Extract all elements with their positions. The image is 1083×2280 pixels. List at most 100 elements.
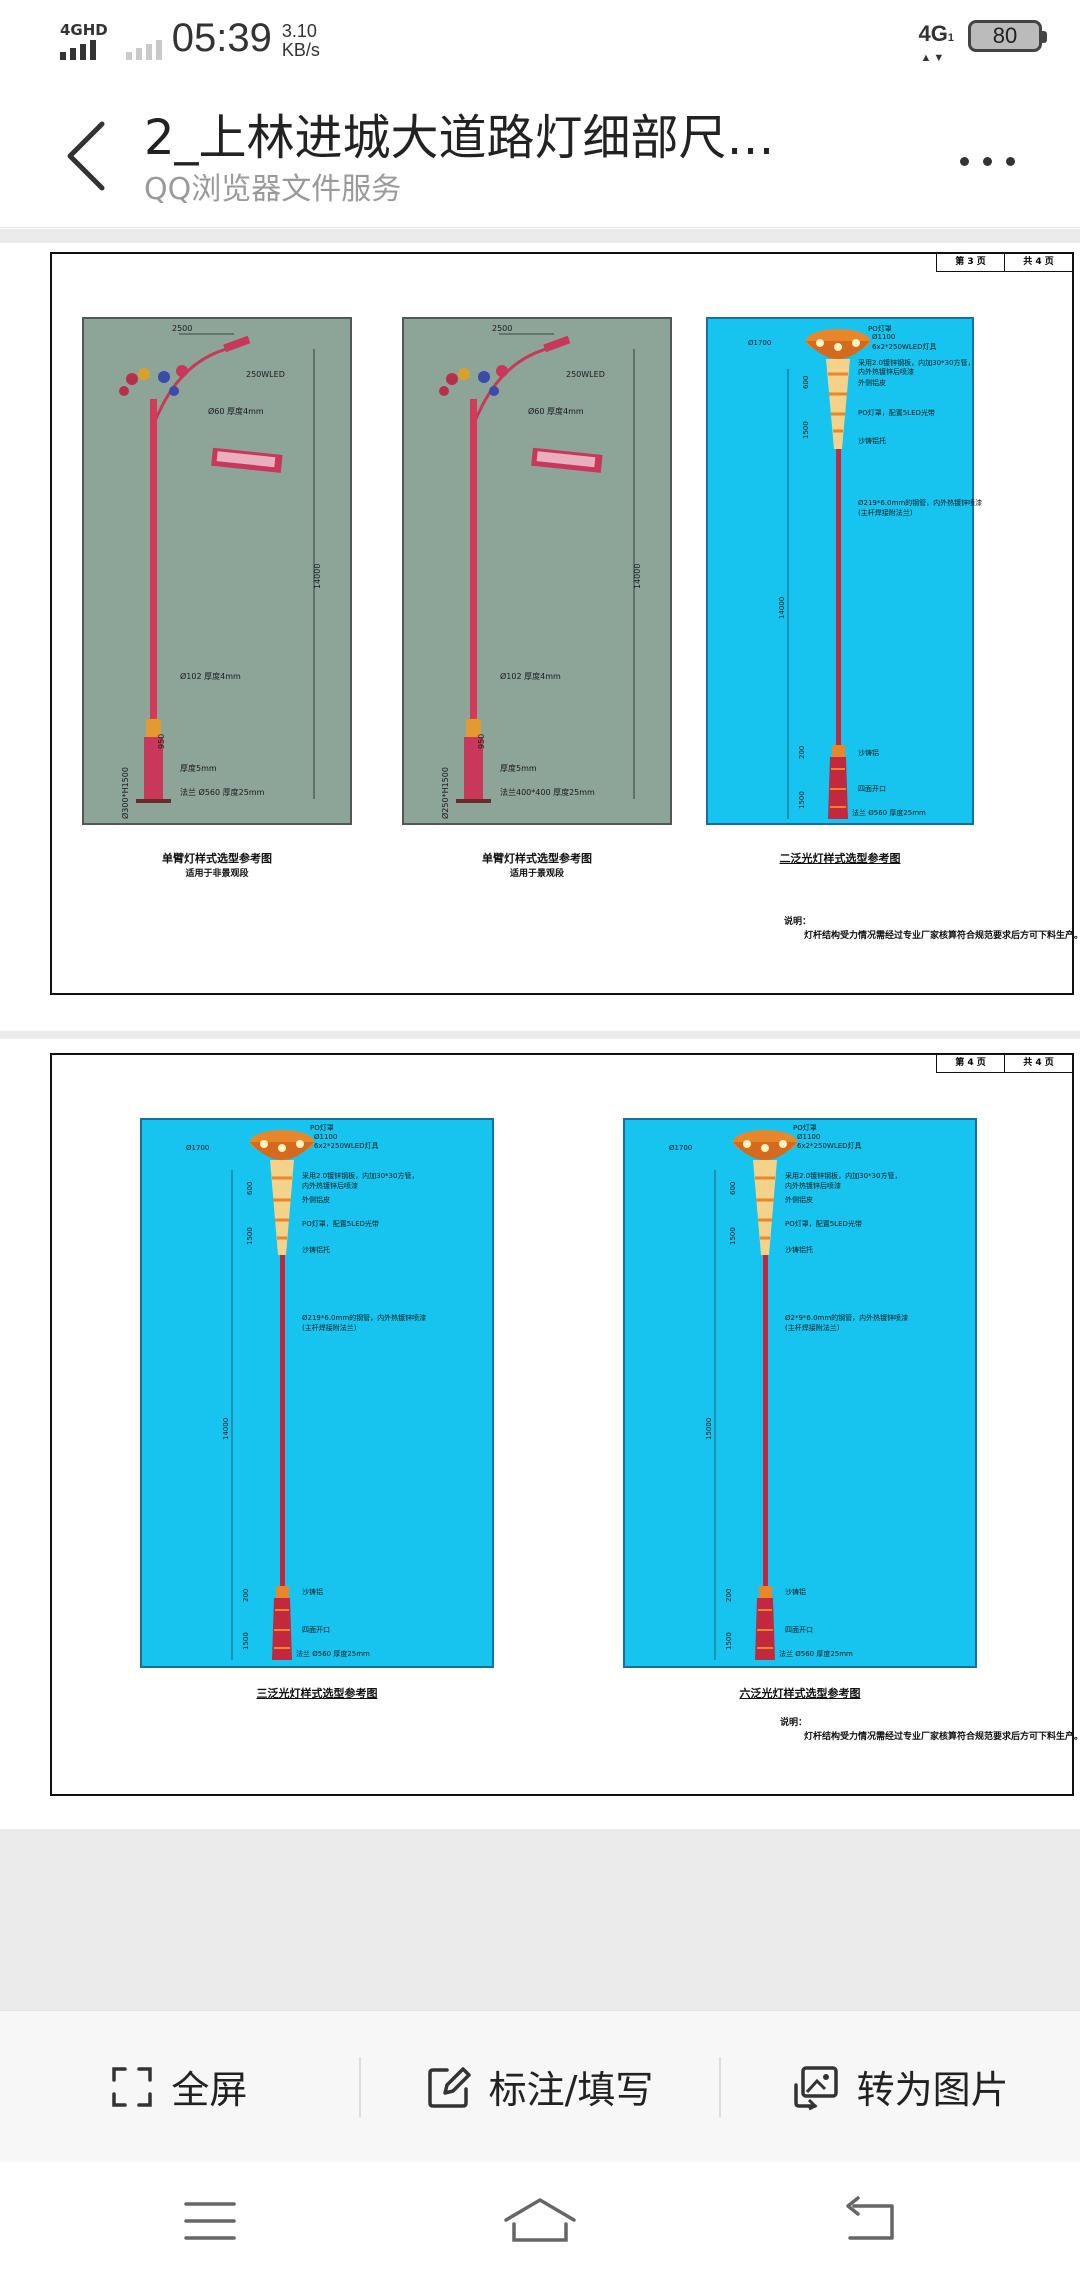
back-button[interactable] <box>58 116 118 196</box>
single-arm-lamp-drawing: 2500 250WLED Ø60 厚度4mm 14000 Ø102 厚度4 <box>82 317 352 825</box>
annotate-label: 标注/填写 <box>488 2068 654 2112</box>
dim-1500b: 1500 <box>798 791 806 809</box>
label-steel2: 内外热镀锌后喷漆 <box>302 1181 358 1190</box>
label-po: PO灯罩 <box>868 324 892 333</box>
single-arm-lamp-drawing-2: 2500 250WLED Ø60 厚度4mm 14000 Ø102 厚度4 <box>402 317 672 825</box>
label-flange: 法兰 Ø560 厚度25mm <box>779 1649 853 1658</box>
page-number-box: 第 3 页共 4 页 <box>936 254 1072 272</box>
cellular-signal-icon: 4GHD <box>60 22 108 60</box>
label-d1100: Ø1100 <box>872 333 895 341</box>
label-d1700: Ø1700 <box>669 1144 692 1152</box>
caption-six-flood: 六泛光灯样式选型参考图 <box>739 1687 861 1700</box>
label-d102: Ø102 厚度4mm <box>180 671 241 681</box>
label-d102: Ø102 厚度4mm <box>500 671 561 681</box>
chevron-left-icon <box>67 121 105 191</box>
label-fourside: 四面开口 <box>858 785 886 793</box>
dim-base: Ø300*H1500 <box>120 767 130 819</box>
network-right-label: 4G <box>918 21 948 46</box>
convert-to-image-button[interactable]: 转为图片 <box>719 2056 1080 2117</box>
subcaption-single-arm-2: 适用于景观段 <box>509 869 564 879</box>
back-nav-button[interactable] <box>834 2194 904 2248</box>
six-flood-lamp-drawing: PO灯罩 Ø1100 Ø1700 6x2*250WLED灯具 采用2.0镀锌钢板… <box>623 1118 977 1668</box>
dim-base: Ø250*H1500 <box>440 767 450 819</box>
label-steel: 采用2.0镀锌钢板，内加30*30方管， <box>858 358 974 367</box>
document-viewer[interactable]: 第 3 页共 4 页 2500 250WLED Ø <box>0 229 1083 2010</box>
label-flange: 法兰400*400 厚度25mm <box>500 787 595 797</box>
home-button[interactable] <box>500 2194 580 2248</box>
network-4g-icon: 4G1▲▼ <box>918 21 954 65</box>
page-total: 共 4 页 <box>1004 1055 1072 1072</box>
label-led: 250WLED <box>246 370 285 379</box>
label-steel: 采用2.0镀锌钢板，内加30*30方管， <box>302 1171 418 1180</box>
subcaption-single-arm-1: 适用于非景观段 <box>185 869 249 879</box>
network-label: 4GHD <box>60 21 108 39</box>
label-pipe2: (主杆焊接附法兰) <box>785 1323 840 1332</box>
label-sandb: 沙铸铝 <box>785 1587 806 1596</box>
label-steel2: 内外热镀锌后喷漆 <box>785 1181 841 1190</box>
note-title: 说明： <box>780 1718 808 1728</box>
more-options-button[interactable] <box>960 146 1040 176</box>
label-pipe: Ø219*6.0mm的钢管，内外热镀锌喷漆 <box>302 1313 426 1322</box>
label-thick: 厚度5mm <box>180 763 217 773</box>
label-po2: PO灯罩，配置5LED光带 <box>785 1219 862 1228</box>
label-d1100: Ø1100 <box>797 1133 820 1141</box>
document-title: 2_上林进城大道路灯细部尺… <box>144 110 775 166</box>
caption-single-arm-1: 单臂灯样式选型参考图 <box>162 852 272 865</box>
label-led: 6x2*250WLED灯具 <box>797 1141 862 1150</box>
dim-height: 14000 <box>313 564 322 589</box>
label-po2: PO灯罩，配置5LED光带 <box>858 408 935 417</box>
page-number: 第 4 页 <box>955 1058 986 1068</box>
fullscreen-button[interactable]: 全屏 <box>0 2057 359 2117</box>
label-d1700: Ø1700 <box>748 339 771 347</box>
dim-1500: 1500 <box>729 1227 737 1245</box>
dim-600: 600 <box>246 1182 254 1195</box>
label-sand: 沙铸铝托 <box>302 1245 330 1254</box>
page-number-box: 第 4 页 共 4 页 <box>936 1055 1072 1073</box>
dim-200: 200 <box>242 1589 250 1602</box>
note-text: 灯杆结构受力情况需经过专业厂家核算符合规范要求后方可下料生产。 <box>804 1732 1083 1742</box>
edit-icon <box>427 2066 471 2108</box>
speed-unit: KB/s <box>281 40 320 60</box>
note-text: 灯杆结构受力情况需经过专业厂家核算符合规范要求后方可下料生产。 <box>804 931 1083 941</box>
label-pipe: Ø2*9*6.0mm的钢管，内外热镀锌喷漆 <box>785 1313 908 1322</box>
label-sandb: 沙铸铝 <box>858 748 879 757</box>
label-steel: 采用2.0镀锌钢板，内加30*30方管， <box>785 1171 901 1180</box>
label-po: PO灯罩 <box>310 1123 334 1132</box>
network-right-sub: 1 <box>947 32 954 44</box>
home-icon <box>504 2198 576 2242</box>
image-convert-icon <box>793 2065 838 2110</box>
dim-14000: 14000 <box>778 597 786 619</box>
menu-button[interactable] <box>176 2194 246 2248</box>
page-total: 共 4 页 <box>1004 254 1072 271</box>
label-steel2: 内外热镀锌后喷漆 <box>858 367 914 376</box>
caption-three-flood: 三泛光灯样式选型参考图 <box>256 1687 378 1700</box>
drawing-frame: 第 3 页共 4 页 2500 250WLED Ø <box>50 252 1083 995</box>
label-pipe2: (主杆焊接附法兰) <box>858 508 913 517</box>
to-image-label: 转为图片 <box>856 2068 1009 2112</box>
menu-icon <box>184 2202 236 2240</box>
label-fourside: 四面开口 <box>785 1626 813 1634</box>
label-d1700: Ø1700 <box>186 1144 209 1152</box>
dim-950: 950 <box>477 734 486 749</box>
title-bar: 2_上林进城大道路灯细部尺… QQ浏览器文件服务 <box>0 80 1080 228</box>
label-flange: 法兰 Ø560 厚度25mm <box>180 787 265 797</box>
secondary-signal-icon <box>125 38 162 60</box>
label-led: 6x2*250WLED灯具 <box>872 342 937 351</box>
label-fiber: 外侧铝皮 <box>785 1195 813 1204</box>
dim-200: 200 <box>725 1589 733 1602</box>
label-po: PO灯罩 <box>793 1123 817 1132</box>
label-led: 6x2*250WLED灯具 <box>314 1141 379 1150</box>
dim-1500: 1500 <box>246 1227 254 1245</box>
system-navigation-bar <box>0 2162 1080 2280</box>
caption-single-arm-2: 单臂灯样式选型参考图 <box>482 852 592 865</box>
label-sand: 沙铸铝托 <box>858 436 886 445</box>
dim-950: 950 <box>157 734 166 749</box>
label-led: 250WLED <box>566 370 605 379</box>
label-d60: Ø60 厚度4mm <box>208 406 264 416</box>
annotate-button[interactable]: 标注/填写 <box>358 2056 720 2117</box>
label-d1100: Ø1100 <box>314 1133 337 1141</box>
dim-1500b: 1500 <box>242 1632 250 1650</box>
dim-1500b: 1500 <box>725 1632 733 1650</box>
dim-600: 600 <box>802 376 810 389</box>
fullscreen-icon <box>112 2066 153 2107</box>
